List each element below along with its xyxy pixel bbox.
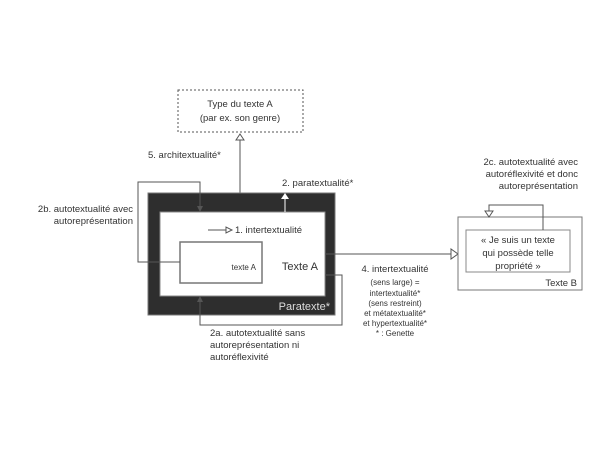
autotext-2c-loop [488,204,544,230]
intertext-4-line3: intertextualité* [370,289,421,298]
quote-line1: « Je suis un texte [481,235,555,246]
type-du-texte-box: Type du texte A (par ex. son genre) [177,89,304,133]
intertext-4-line2: (sens large) = [370,278,419,287]
intertext-4-label: 4. intertextualité (sens large) = intert… [361,264,428,338]
quote-line2: qui possède telle [482,248,553,259]
intertextualite-1-label: 1. intertextualité [235,225,302,236]
autotext-2b-line1: 2b. autotextualité avec [38,204,133,215]
intertext-4-line6: et hypertextualité* [363,319,427,328]
autotext-2b-loop [137,181,201,263]
autotext-2c-line1: 2c. autotextualité avec [483,157,578,168]
hollow-arrow-icon [235,133,245,141]
hollow-arrow-icon [450,248,459,260]
autotext-2a-line3: autoréflexivité [210,352,269,363]
autotext-2b-line2: autoreprésentation [54,216,133,227]
texte-b-label: Texte B [545,278,577,289]
autotext-2a-loop [199,274,343,326]
hollow-arrow-icon [484,210,494,218]
intertext-4-line7: * : Genette [376,329,415,338]
intertext-4-line1: 4. intertextualité [361,264,428,275]
inner-texte-a-label: texte A [232,263,257,272]
inner-texte-a-box [179,241,263,284]
architextualite-label: 5. architextualité* [148,150,221,161]
type-box-line2: (par ex. son genre) [200,113,280,124]
autotext-2c-line2: autoréflexivité et donc [486,169,579,180]
intertext-4-line5: et métatextualité* [364,309,426,318]
intertext-4-line4: (sens restreint) [368,299,422,308]
texte-a-label: Texte A [282,261,319,273]
quote-line3: propriété » [495,261,540,272]
paratexte-label: Paratexte* [279,301,331,313]
autotext-2a-line1: 2a. autotextualité sans [210,328,305,339]
type-box-line1: Type du texte A [207,99,273,110]
paratextualite-label: 2. paratextualité* [282,178,354,189]
hollow-arrow-icon [225,226,234,234]
autotext-2a-line2: autoreprésentation ni [210,340,299,351]
quote-box [465,229,571,273]
autotext-2c-line3: autoreprésentation [499,181,578,192]
